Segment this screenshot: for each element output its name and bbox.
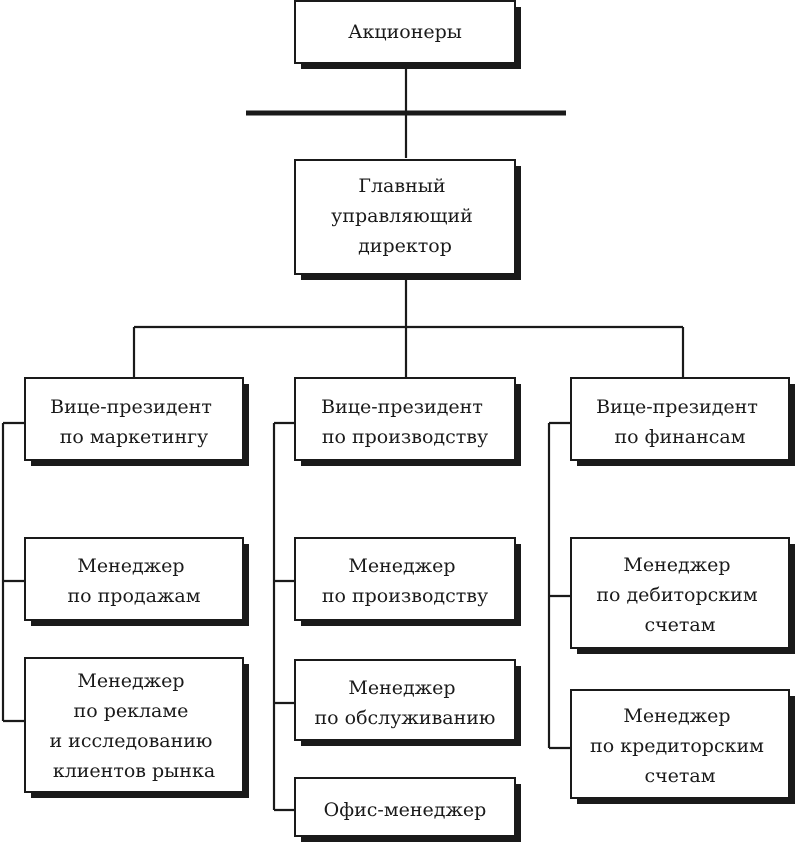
node-mgr-payables: Менеджер по кредиторским счетам — [570, 689, 795, 804]
node-mgr-production: Менеджер по производству — [294, 537, 521, 626]
connectors — [1, 68, 685, 812]
node-mgr-receivables-label: Менеджер по дебиторским счетам — [596, 554, 763, 636]
node-mgr-production-label: Менеджер по производству — [322, 555, 488, 607]
node-shareholders: Акционеры — [294, 0, 521, 69]
node-vp-marketing-label: Вице-президент по маркетингу — [50, 396, 218, 448]
node-office-manager-label: Офис-менеджер — [324, 799, 487, 821]
node-vp-production: Вице-президент по производству — [294, 377, 521, 466]
node-mgr-sales: Менеджер по продажам — [24, 537, 249, 626]
node-mgr-sales-label: Менеджер по продажам — [67, 555, 200, 607]
node-mgr-service: Менеджер по обслуживанию — [294, 659, 521, 746]
node-vp-marketing: Вице-президент по маркетингу — [24, 377, 249, 466]
node-vp-finance: Вице-президент по финансам — [570, 377, 795, 466]
node-mgr-payables-label: Менеджер по кредиторским счетам — [590, 705, 770, 787]
node-shareholders-label: Акционеры — [348, 21, 462, 43]
node-mgr-advertising-label: Менеджер по рекламе и исследованию клиен… — [49, 670, 218, 782]
node-ceo: Главный управляющий директор — [294, 159, 521, 280]
node-office-manager: Офис-менеджер — [294, 777, 521, 842]
node-vp-finance-label: Вице-президент по финансам — [596, 396, 764, 448]
node-mgr-service-label: Менеджер по обслуживанию — [315, 677, 496, 729]
node-mgr-receivables: Менеджер по дебиторским счетам — [570, 537, 795, 654]
node-vp-production-label: Вице-президент по производству — [321, 396, 489, 448]
node-mgr-advertising: Менеджер по рекламе и исследованию клиен… — [24, 657, 249, 798]
node-ceo-label: Главный управляющий директор — [331, 175, 479, 257]
